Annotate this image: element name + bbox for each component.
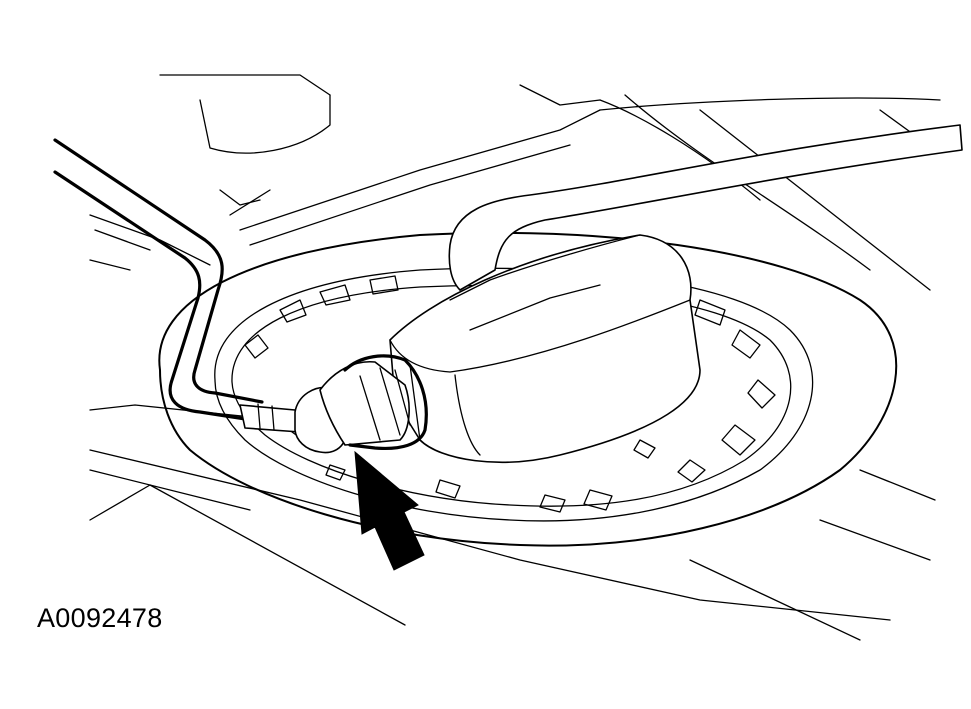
- tank-opening-rings: [158, 231, 898, 547]
- pump-module-body: [389, 234, 701, 463]
- arrow-icon: [354, 450, 425, 571]
- vent-hose: [448, 97, 963, 291]
- figure-id-label: A0092478: [37, 603, 163, 633]
- fuel-supply-line: [53, 138, 264, 422]
- quick-connect-fitting: [239, 354, 428, 454]
